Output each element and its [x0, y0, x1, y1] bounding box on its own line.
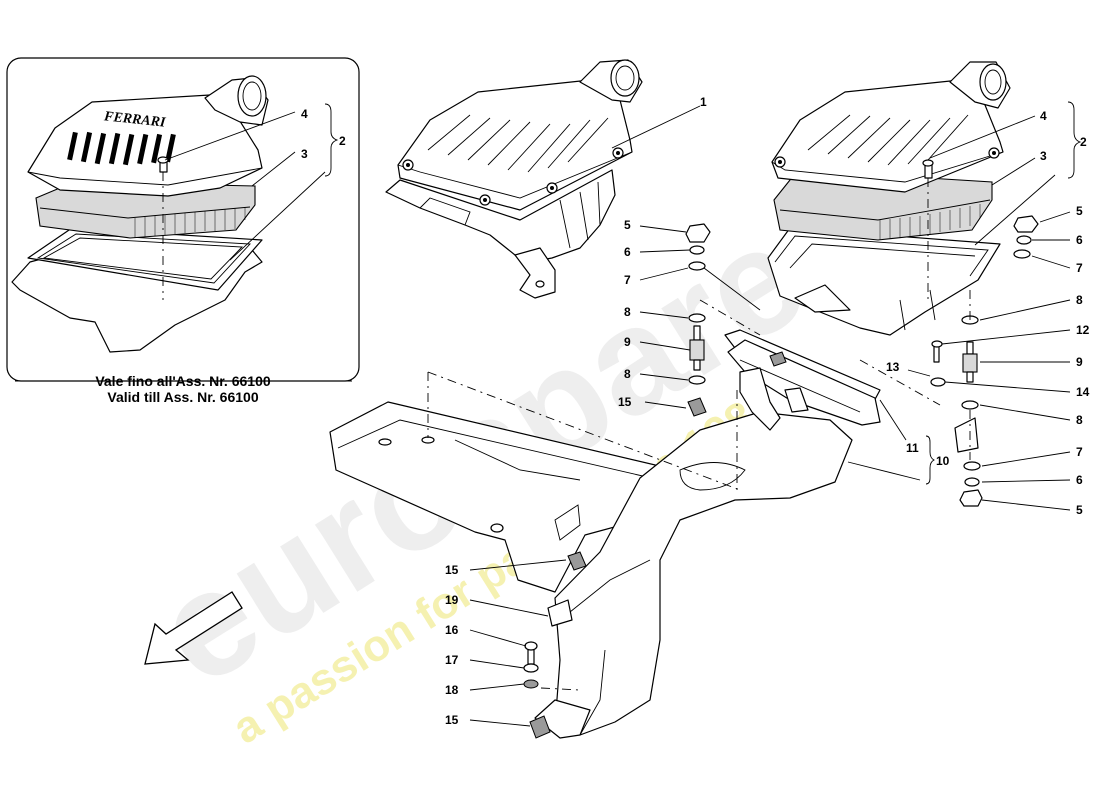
callout-15: 15 [445, 563, 459, 577]
washer-18 [523, 679, 539, 689]
inset-filter-pleats [134, 207, 246, 238]
callout-15: 15 [445, 713, 459, 727]
lock-washer-6c [964, 477, 980, 487]
exploded-air-box [767, 61, 1082, 336]
direction-arrow [144, 591, 243, 665]
exploded-filter-pleats [879, 204, 981, 240]
callout-4: 4 [1040, 109, 1047, 123]
callout-7: 7 [624, 273, 631, 287]
lock-washer-6b [1016, 235, 1032, 245]
bracket-right [954, 417, 979, 453]
leader-lines [469, 105, 1071, 727]
washer-7a [688, 261, 706, 271]
airbox-snout-opening [610, 59, 640, 97]
bolt-12 [931, 340, 943, 363]
callout-7: 7 [1076, 261, 1083, 275]
inset-callout-2: 2 [339, 134, 346, 148]
inset-panel: FERRARI 4 3 2 Vale fino all'Ass. Nr. 661… [6, 57, 360, 405]
airbox-cover-ribs [427, 114, 609, 173]
inset-callout-3: 3 [301, 147, 308, 161]
callout-14: 14 [1076, 385, 1090, 399]
airbox-foot [514, 247, 556, 299]
washer-7b [1013, 249, 1031, 259]
inset-frame [6, 57, 360, 382]
mount-9a [689, 325, 705, 371]
callout-5: 5 [1076, 204, 1083, 218]
duct-bracket [784, 387, 809, 413]
exploded-cover-ribs [807, 114, 969, 166]
callout-5: 5 [1076, 503, 1083, 517]
exploded-cover [771, 79, 1004, 193]
left-hardware-stack [685, 223, 761, 417]
callout-16: 16 [445, 623, 459, 637]
callout-12: 12 [1076, 323, 1090, 337]
nut-5a [685, 223, 711, 243]
callout-6: 6 [624, 245, 631, 259]
bracket-19 [547, 599, 573, 627]
exploded-cover-screws [774, 147, 1000, 168]
callout-8: 8 [1076, 293, 1083, 307]
callout-18: 18 [445, 683, 459, 697]
right-hardware-stack [930, 215, 1039, 507]
bolt-16 [524, 641, 538, 665]
callout-6: 6 [1076, 233, 1083, 247]
inset-screw [157, 156, 169, 300]
clip-15c [529, 715, 551, 739]
inset-caption-line1: Vale fino all'Ass. Nr. 66100 [95, 373, 271, 389]
clip-15a [687, 397, 707, 417]
washer-8a [688, 313, 706, 323]
callout-8: 8 [624, 305, 631, 319]
air-duct [329, 329, 881, 739]
duct-clip-top [769, 351, 787, 367]
washer-13 [930, 377, 946, 387]
inset-intake-opening [237, 75, 267, 117]
inset-caption-line2: Valid till Ass. Nr. 66100 [107, 389, 258, 405]
clip-15b [567, 551, 587, 571]
exploded-screw [922, 159, 934, 300]
duct-left-arm [739, 367, 781, 431]
callout-6: 6 [1076, 473, 1083, 487]
callout-5: 5 [624, 218, 631, 232]
inset-callout-4: 4 [301, 107, 308, 121]
inset-housing-frame [27, 227, 263, 291]
air-box-assembly [385, 59, 643, 299]
callout-3: 3 [1040, 149, 1047, 163]
lock-washer-6a [689, 245, 705, 255]
lower-hardware-stack [523, 551, 587, 739]
callout-17: 17 [445, 653, 459, 667]
washer-8d [961, 400, 979, 410]
nut-5c [959, 489, 983, 507]
callout-1: 1 [700, 95, 707, 109]
airbox-cover-screws [402, 147, 624, 206]
duct-left-panel [329, 401, 669, 593]
callout-15: 15 [618, 395, 632, 409]
alignment-lines [427, 299, 941, 495]
washer-7c [963, 461, 981, 471]
inset-cover-ribs [67, 131, 176, 166]
airbox-cover [397, 79, 633, 211]
callout-10: 10 [936, 454, 950, 468]
mount-9b [962, 341, 978, 383]
callout-9: 9 [624, 335, 631, 349]
callout-8: 8 [624, 367, 631, 381]
callout-8: 8 [1076, 413, 1083, 427]
exploded-housing-flap [794, 284, 851, 313]
inset-logo: FERRARI [102, 109, 166, 131]
callout-7: 7 [1076, 445, 1083, 459]
callout-11: 11 [906, 441, 919, 455]
nut-5b [1013, 215, 1039, 233]
lock-washer-17 [523, 663, 539, 673]
callout-19: 19 [445, 593, 459, 607]
callout-2: 2 [1080, 135, 1087, 149]
callouts: 1 4 3 2 5 6 7 8 9 8 15 5 6 7 8 12 9 13 1… [445, 95, 1090, 727]
callout-9: 9 [1076, 355, 1083, 369]
airbox-bottom [385, 169, 616, 263]
callout-13: 13 [886, 360, 900, 374]
washer-8b [688, 375, 706, 385]
